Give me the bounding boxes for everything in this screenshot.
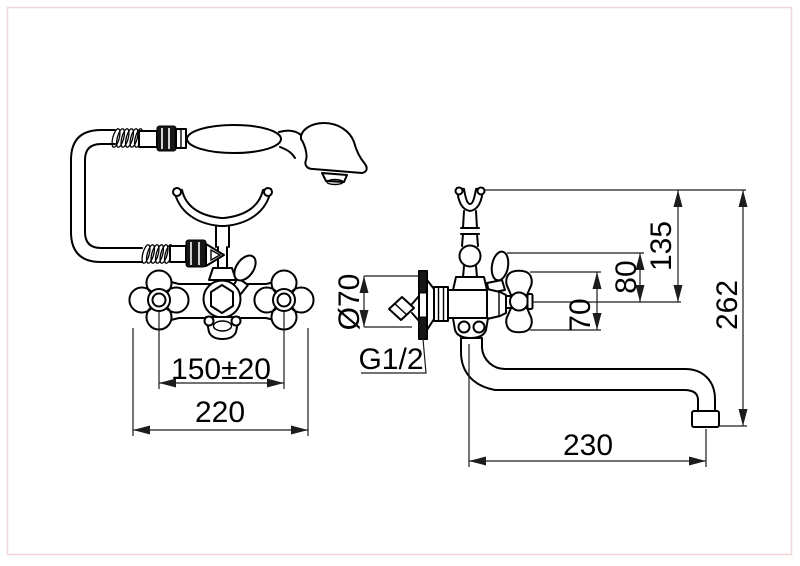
wall-connector [388, 295, 420, 322]
side-view: Ø70 G1/2 70 80 135 [333, 186, 748, 467]
front-view: 150±20 220 [70, 122, 368, 436]
hand-shower [186, 122, 368, 186]
diverter-lever-side [486, 250, 510, 294]
dim-label-escutcheon-diameter: Ø70 [333, 274, 366, 331]
dim-label-overall-height: 262 [711, 280, 744, 330]
valve-bonnet [486, 288, 513, 320]
dim-label-holder-height: 135 [645, 221, 678, 271]
hand-shower-spray-face [321, 172, 348, 183]
dim-label-spout-reach: 230 [563, 429, 613, 462]
valve-body-side [447, 289, 488, 319]
dimension-thread: G1/2 [358, 338, 427, 376]
hose-ferrule-bottom [169, 245, 187, 263]
hand-shower-head [300, 122, 368, 174]
dim-label-handle-diameter: 70 [564, 298, 597, 331]
dim-label-lever-height: 80 [610, 260, 643, 293]
hand-shower-neck [278, 129, 303, 137]
dim-label-thread: G1/2 [358, 343, 423, 376]
dim-label-overall-width: 220 [195, 396, 245, 429]
cross-handle-right [253, 269, 315, 331]
spring-guard-top [111, 128, 144, 148]
spout-outlet [691, 410, 720, 428]
dimension-262: 262 [711, 190, 748, 426]
shower-hose [70, 129, 143, 263]
page-frame [6, 6, 793, 556]
swivel-spout [460, 337, 720, 428]
spout-collar [452, 317, 489, 339]
dim-label-handle-distance: 150±20 [171, 353, 271, 386]
diverter-knob [203, 315, 242, 340]
center-hex-nut [210, 284, 234, 314]
dimension-135: 135 [645, 190, 683, 302]
hose-nut-top [156, 125, 177, 152]
shower-holder-column [452, 186, 488, 291]
dimension-230: 230 [468, 344, 707, 467]
inlet-hex-nut [433, 286, 449, 322]
cross-handle-left [128, 269, 190, 331]
dimension-80: 80 [610, 253, 645, 302]
cross-handle-side [505, 269, 534, 334]
dimension-150: 150±20 [158, 312, 285, 389]
dimension-escutcheon: Ø70 [333, 274, 419, 331]
riser-flare [208, 267, 237, 281]
hose-ferrule-top [138, 130, 158, 148]
wall-escutcheon [418, 270, 435, 340]
hand-shower-grip [186, 124, 282, 154]
hose-nut-bottom [185, 239, 207, 268]
dimension-220: 220 [132, 328, 309, 436]
dimension-70: 70 [564, 272, 602, 332]
